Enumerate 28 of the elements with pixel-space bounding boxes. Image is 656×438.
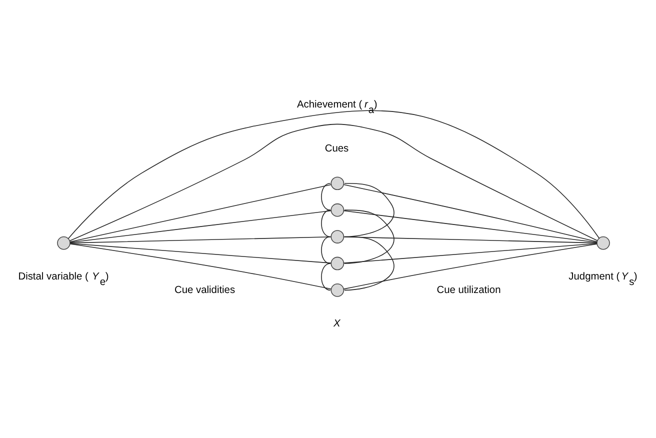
node-circle	[330, 230, 344, 243]
connector	[343, 210, 598, 242]
connector	[343, 243, 598, 289]
node-circle	[330, 283, 344, 296]
connector	[321, 262, 331, 290]
connector	[70, 236, 332, 243]
connector	[70, 184, 332, 242]
connector	[344, 182, 394, 237]
connector	[321, 236, 331, 264]
connector	[70, 210, 332, 242]
connector	[344, 236, 394, 290]
connector	[70, 242, 332, 263]
label: Cue validities	[174, 284, 236, 296]
node-label: X	[333, 318, 340, 330]
node-circle	[330, 202, 344, 216]
label: Cue utilization	[436, 284, 501, 296]
connector	[70, 243, 332, 289]
node-circle	[596, 236, 610, 250]
connector	[321, 182, 331, 210]
node-label: Cues	[324, 142, 349, 154]
node-circle	[330, 256, 344, 270]
node-circle	[330, 176, 344, 190]
connector	[343, 236, 598, 243]
connector	[344, 209, 394, 264]
connector	[321, 209, 331, 237]
connector	[343, 184, 598, 242]
node-circle	[57, 236, 70, 250]
connector	[343, 242, 598, 263]
